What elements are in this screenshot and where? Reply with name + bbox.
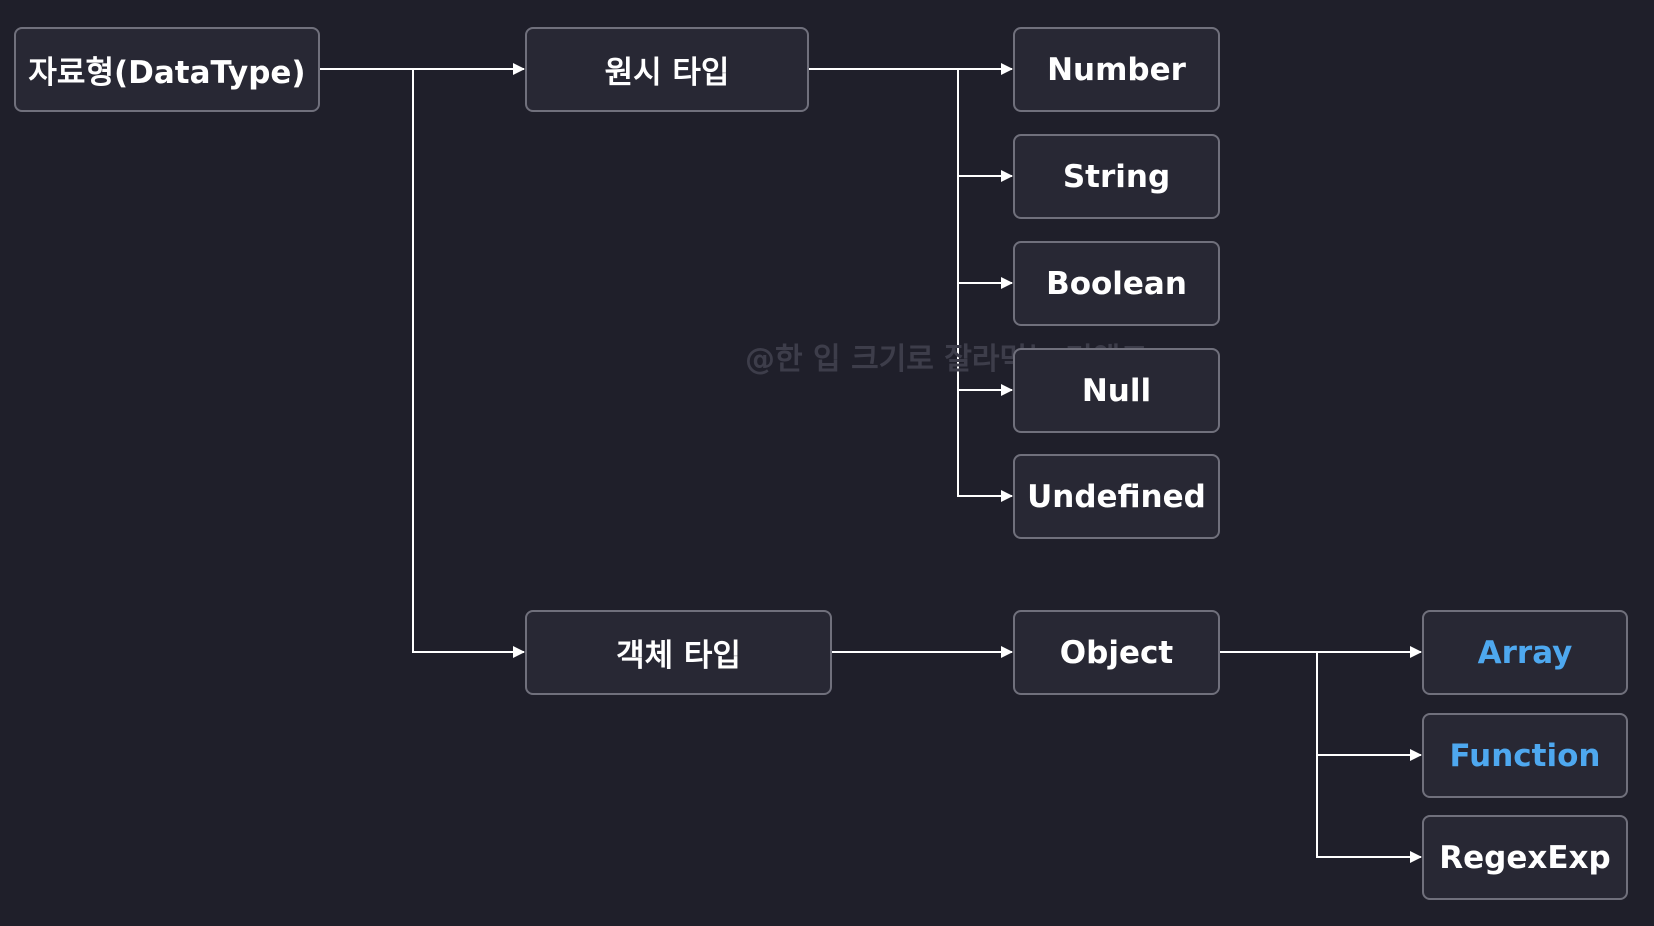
edge-primitive-boolean bbox=[957, 176, 1013, 289]
node-regexexp: RegexExp bbox=[1422, 815, 1628, 900]
node-array: Array bbox=[1422, 610, 1628, 695]
edge-datatype-objecttype bbox=[412, 69, 525, 658]
node-object: Object bbox=[1013, 610, 1220, 695]
node-number: Number bbox=[1013, 27, 1220, 112]
node-primitive-type: 원시 타입 bbox=[525, 27, 809, 112]
edge-object-function bbox=[1316, 652, 1422, 761]
node-datatype: 자료형(DataType) bbox=[14, 27, 320, 112]
node-undefined: Undefined bbox=[1013, 454, 1220, 539]
edge-primitive-undefined bbox=[957, 390, 1013, 502]
node-string: String bbox=[1013, 134, 1220, 219]
node-object-type: 객체 타입 bbox=[525, 610, 832, 695]
node-boolean: Boolean bbox=[1013, 241, 1220, 326]
edge-object-regexexp bbox=[1316, 755, 1422, 863]
node-function: Function bbox=[1422, 713, 1628, 798]
edge-primitive-string bbox=[957, 69, 1013, 182]
node-null: Null bbox=[1013, 348, 1220, 433]
